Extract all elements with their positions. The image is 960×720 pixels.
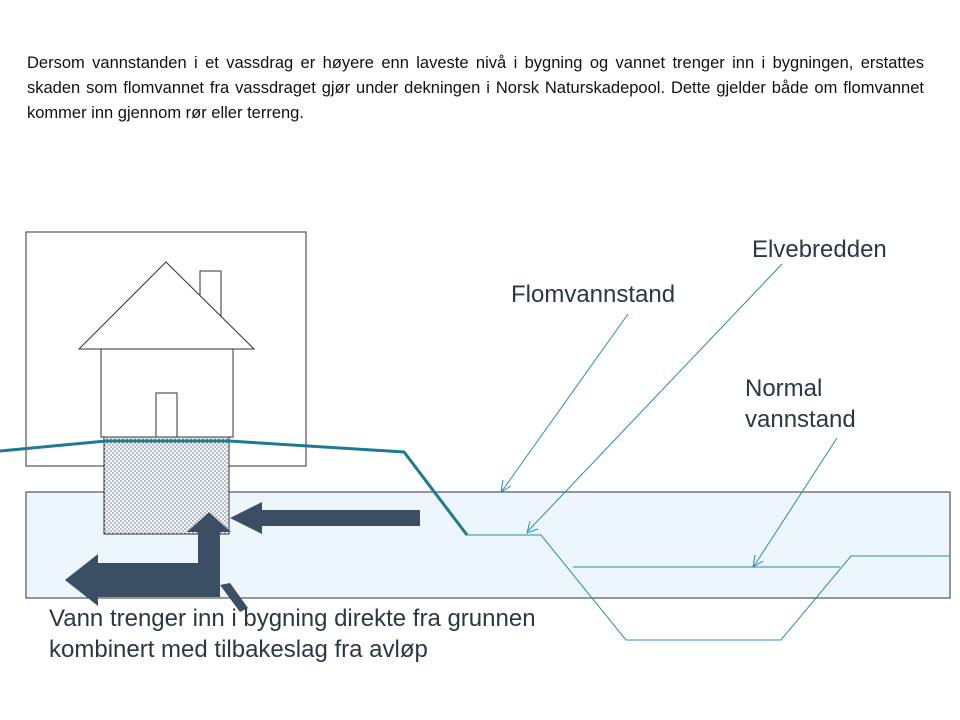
label-normal-vannstand-line2: vannstand — [745, 406, 856, 433]
arrow-tail-backflow — [220, 583, 248, 612]
label-elvebredden: Elvebredden — [752, 236, 887, 263]
leader-elvebredden — [527, 263, 783, 532]
house-door — [155, 392, 178, 438]
leader-flomvannstand — [501, 313, 629, 492]
label-normal-vannstand: Normal vannstand — [745, 373, 856, 435]
leader-normal-vannstand-arrowhead — [752, 554, 764, 568]
leader-flomvannstand-arrowhead — [500, 479, 512, 493]
terrain-line — [0, 439, 469, 536]
label-flomvannstand: Flomvannstand — [511, 281, 676, 308]
caption: Vann trenger inn i bygning direkte fra g… — [49, 603, 536, 665]
leader-normal-vannstand — [753, 437, 838, 567]
arrow-water-from-river — [230, 502, 420, 534]
arrow-water-from-ground — [65, 512, 231, 606]
caption-line2: kombinert med tilbakeslag fra avløp — [49, 636, 428, 663]
label-normal-vannstand-line1: Normal — [745, 375, 823, 402]
riverbank-line — [467, 534, 950, 641]
caption-line1: Vann trenger inn i bygning direkte fra g… — [49, 605, 536, 632]
leader-elvebredden-arrowhead — [526, 520, 539, 534]
intro-text: Dersom vannstanden i et vassdrag er høye… — [27, 54, 924, 122]
